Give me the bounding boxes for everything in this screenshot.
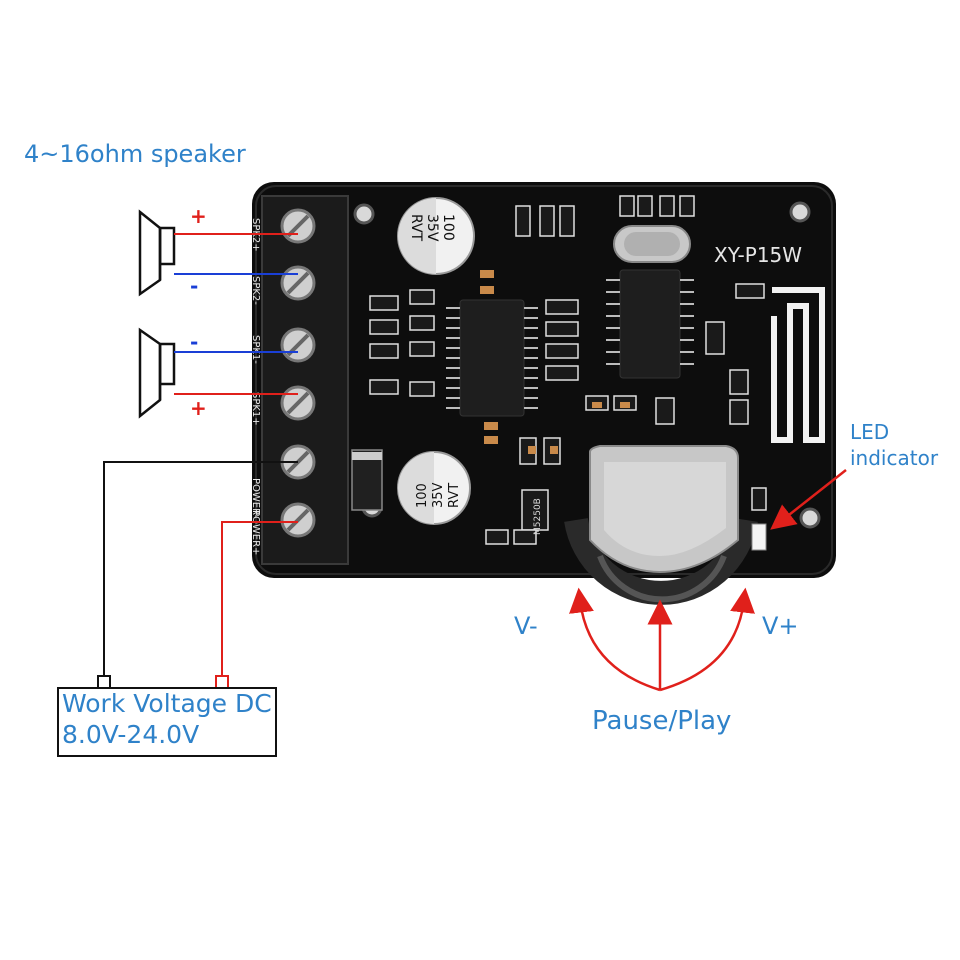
capacitor-bottom: 100 35V RVT (397, 451, 471, 525)
work-voltage-label: Work Voltage DC 8.0V-24.0V (62, 689, 272, 749)
speaker-icon (138, 327, 176, 419)
polarity-plus: + (190, 396, 207, 420)
power-terminal-negative (97, 675, 111, 689)
terminal-screw (280, 502, 316, 538)
capacitor-top: 100 35V RVT (397, 197, 475, 275)
led-indicator-label: LED indicator (850, 420, 939, 470)
led-component (751, 523, 767, 551)
volume-down-label: V- (514, 612, 538, 640)
terminal-screw (280, 265, 316, 301)
power-wires (103, 461, 298, 676)
pause-play-label: Pause/Play (592, 706, 732, 736)
mount-hole (353, 203, 375, 225)
speaker-wires (174, 233, 298, 395)
polarity-plus: + (190, 204, 207, 228)
arrow-icon (770, 469, 847, 530)
power-supply-box (57, 687, 277, 757)
led-pad (751, 487, 767, 511)
terminal-label: POWER+ (250, 510, 261, 555)
capacitor-value: 100 (440, 214, 456, 241)
capacitor-brand: RVT (447, 483, 462, 508)
mount-hole (799, 507, 821, 529)
speaker-label: 4~16ohm speaker (24, 140, 246, 168)
terminal-label: SPK2- (250, 276, 261, 305)
terminal-screw (280, 385, 316, 421)
power-terminal-positive (215, 675, 229, 689)
terminal-screw (280, 327, 316, 363)
diode (351, 449, 383, 511)
board-model: XY-P15W (714, 243, 802, 267)
terminal-screw (280, 208, 316, 244)
speaker-icon (138, 209, 176, 297)
amplifier-chip (446, 299, 538, 417)
volume-up-label: V+ (762, 612, 799, 640)
terminal-block (261, 195, 349, 565)
mount-hole (789, 201, 811, 223)
terminal-label: POWER- (250, 478, 261, 519)
terminal-label: SPK1+ (250, 392, 261, 426)
capacitor-brand: RVT (408, 214, 424, 242)
antenna-trace (771, 287, 825, 443)
capacitor-voltage: 35V (431, 482, 446, 508)
potentiometer-knob (564, 445, 758, 605)
capacitor-voltage: 35V (424, 214, 440, 242)
smd-components (369, 195, 765, 545)
polarity-minus: - (190, 274, 199, 298)
polarity-minus: - (190, 330, 199, 354)
crystal (613, 225, 691, 263)
arrow-icon (569, 587, 755, 692)
smd-orange (480, 270, 630, 454)
terminal-label: SPK1- (250, 335, 261, 364)
regulator-label: M5250B (533, 498, 543, 535)
bluetooth-chip (606, 269, 694, 379)
capacitor-value: 100 (415, 483, 430, 508)
